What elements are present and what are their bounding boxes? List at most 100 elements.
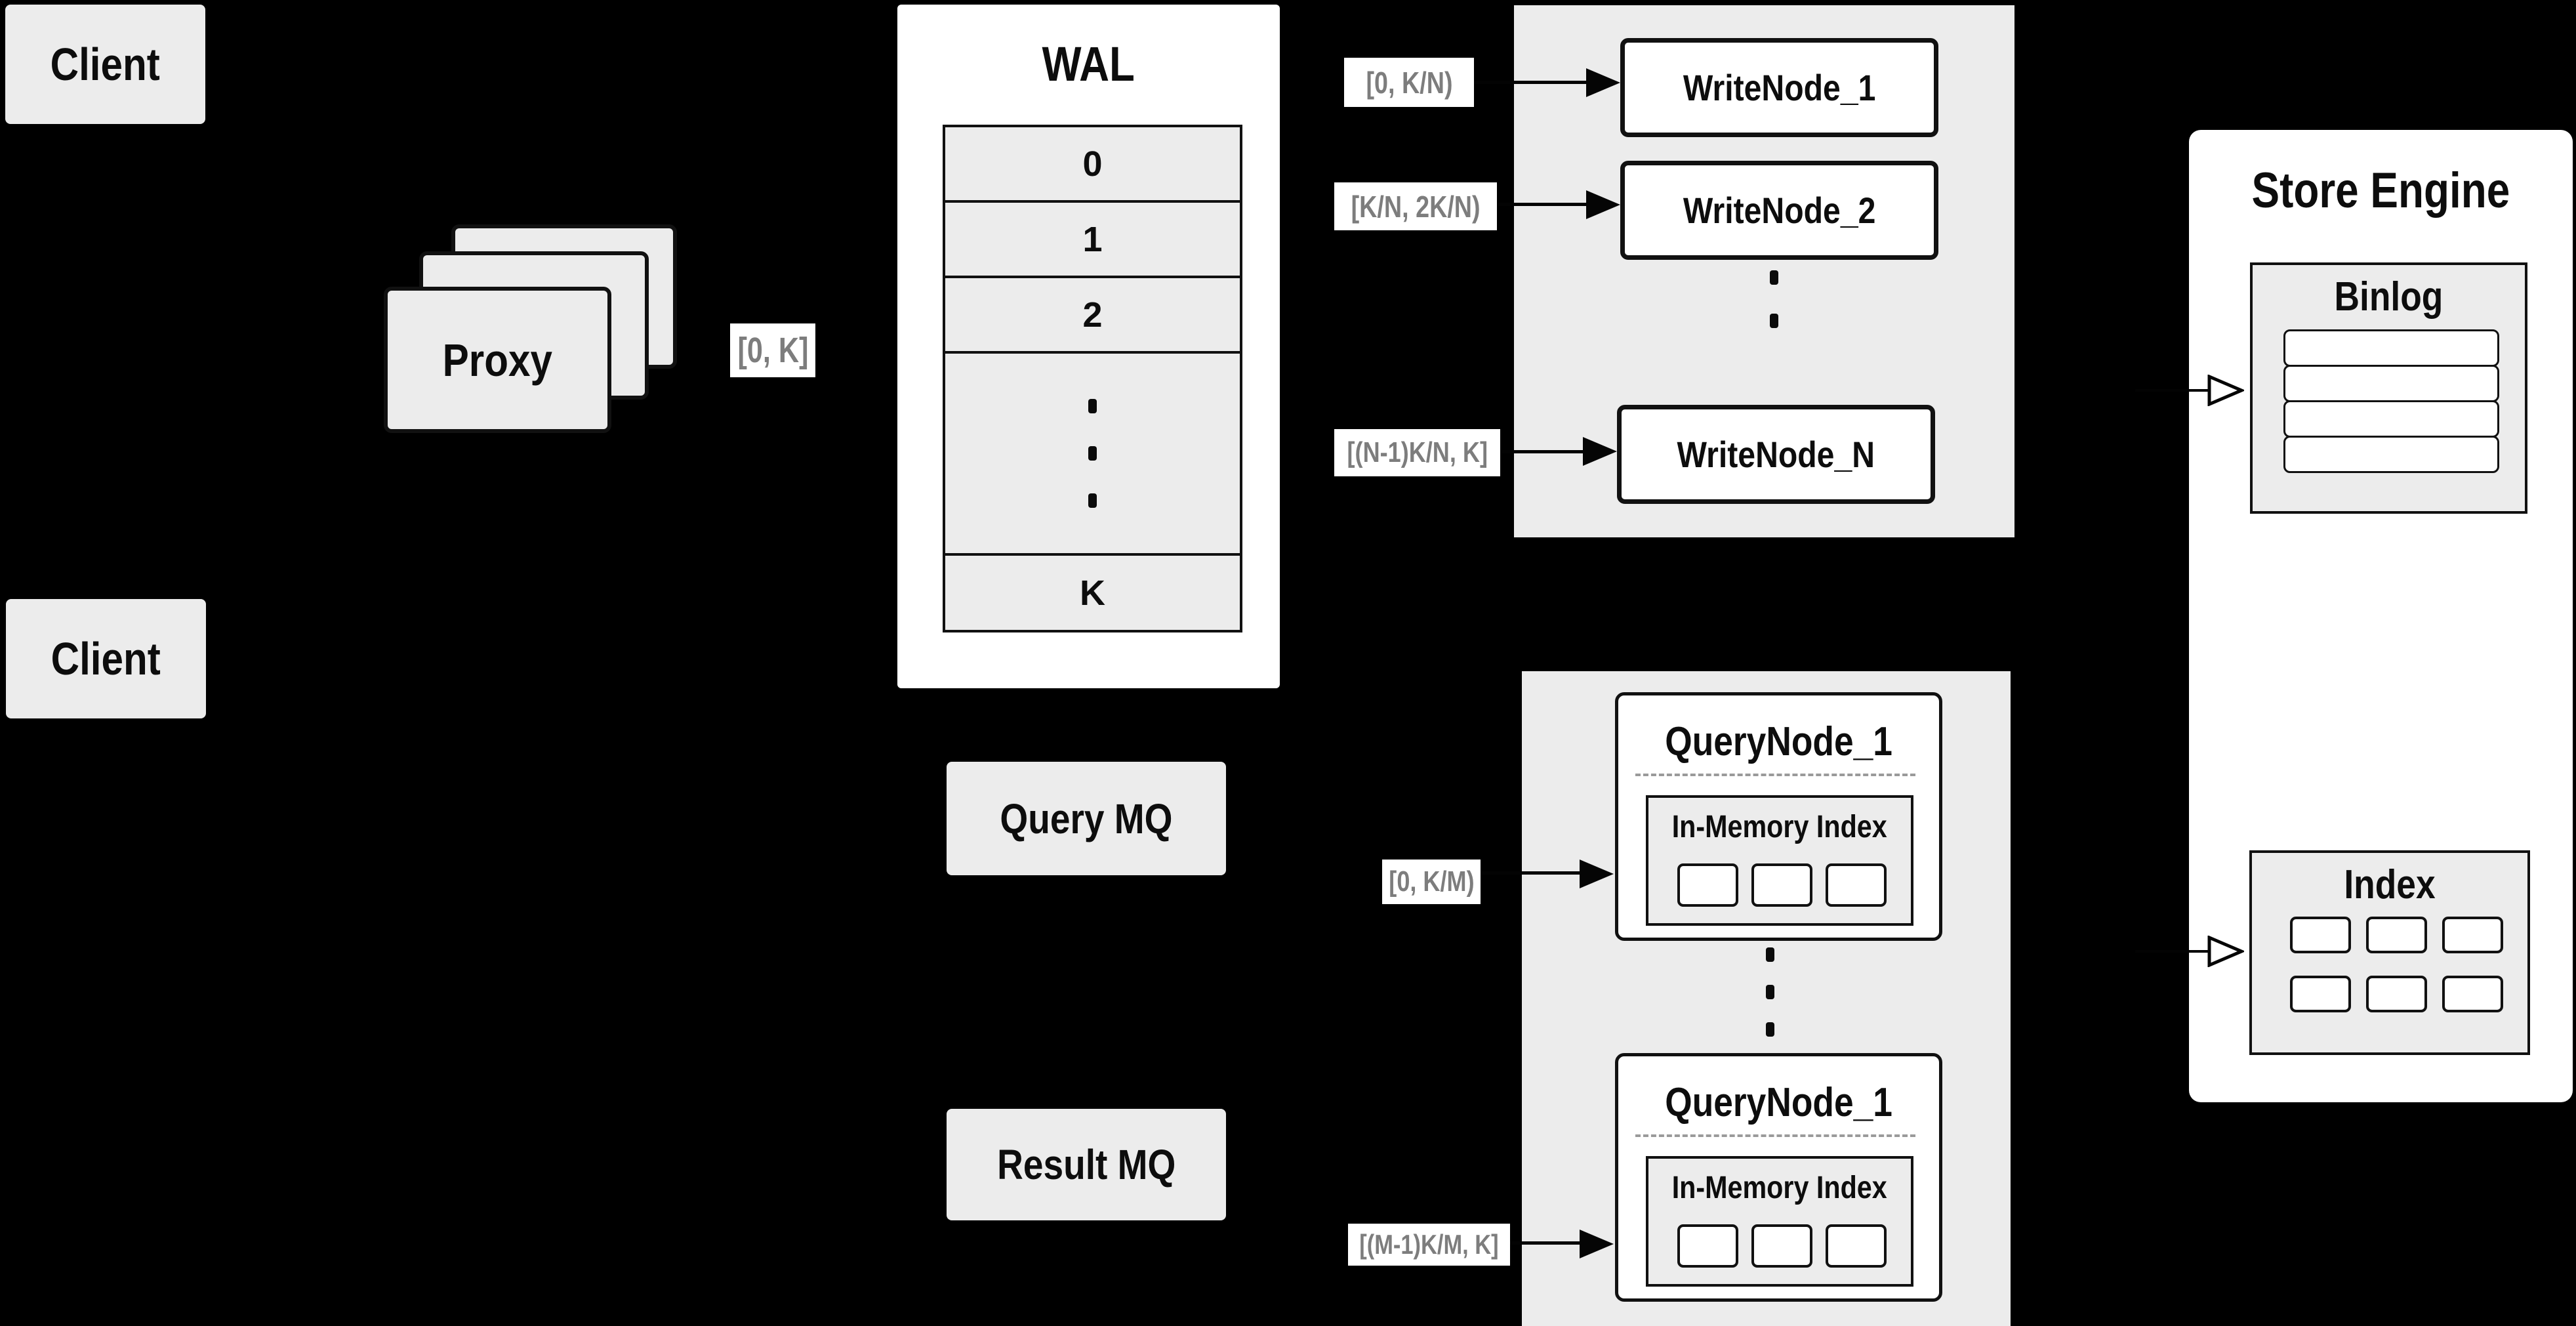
- index-title: Index: [2252, 858, 2527, 911]
- in-memory-index-top-title: In-Memory Index: [1648, 807, 1911, 846]
- wal-row-0-text: 0: [1082, 144, 1103, 184]
- write-node-n-label: WriteNode_N: [1677, 434, 1875, 475]
- range-label-write-1: [0, K/N): [1344, 58, 1474, 107]
- result-mq-label: Result MQ: [996, 1141, 1176, 1188]
- segment-cell: [1677, 1224, 1738, 1268]
- store-engine-title-text: Store Engine: [2251, 162, 2510, 218]
- segment-cell: [1751, 1224, 1812, 1268]
- client-top-label: Client: [50, 39, 161, 90]
- wal-dot-1: [1088, 399, 1097, 413]
- write-nodes-dot-2: [1770, 314, 1778, 328]
- in-memory-index-bottom-title-text: In-Memory Index: [1671, 1170, 1888, 1205]
- wal-row-1-text: 1: [1082, 219, 1103, 259]
- wal-row-k: K: [945, 556, 1240, 630]
- range-label-query-m: [(M-1)K/M, K]: [1348, 1224, 1510, 1266]
- arrow-write-2-line: [1498, 203, 1589, 206]
- proxy-label: Proxy: [442, 334, 553, 386]
- arrow-write-1-head: [1586, 68, 1620, 97]
- arrow-query-m-line: [1510, 1241, 1582, 1245]
- binlog-box: Binlog: [2250, 262, 2527, 514]
- query-node-top: QueryNode_1 In-Memory Index: [1615, 692, 1942, 941]
- query-mq-box: Query MQ: [947, 762, 1226, 875]
- segment-cell: [1826, 1224, 1887, 1268]
- arrow-write-1-line: [1474, 81, 1589, 84]
- range-label-write-1-text: [0, K/N): [1365, 65, 1453, 100]
- arrow-query-m-head: [1580, 1230, 1614, 1258]
- write-node-n: WriteNode_N: [1617, 405, 1935, 504]
- proxy-box: Proxy: [384, 287, 611, 433]
- query-nodes-dot-3: [1766, 1022, 1774, 1037]
- in-memory-index-bottom: In-Memory Index: [1646, 1156, 1913, 1287]
- query-node-bottom-title: QueryNode_1: [1618, 1076, 1939, 1129]
- arrow-binlog-line: [2135, 389, 2210, 392]
- wal-row-0: 0: [945, 127, 1240, 203]
- write-node-2: WriteNode_2: [1620, 161, 1938, 260]
- arrow-index-open-head: [2207, 936, 2244, 967]
- arrow-write-n-line: [1502, 450, 1585, 453]
- arrow-write-n-head: [1583, 437, 1617, 466]
- wal-dot-3: [1088, 493, 1097, 508]
- client-top-box: Client: [5, 5, 205, 124]
- index-cell: [2290, 917, 2351, 953]
- index-title-text: Index: [2344, 861, 2436, 907]
- query-node-bottom-separator: [1635, 1134, 1915, 1137]
- wal-panel: WAL 0 1 2 K: [897, 5, 1280, 688]
- store-engine-panel: Store Engine Binlog Index: [2189, 130, 2573, 1102]
- arrow-binlog-open-head: [2207, 375, 2244, 406]
- range-label-write-n-text: [(N-1)K/N, K]: [1347, 436, 1488, 468]
- wal-title: WAL: [897, 31, 1280, 96]
- write-node-1-label: WriteNode_1: [1683, 67, 1876, 108]
- query-nodes-dot-2: [1766, 985, 1774, 999]
- wal-table: 0 1 2 K: [943, 125, 1242, 632]
- index-box: Index: [2249, 850, 2530, 1055]
- query-node-bottom: QueryNode_1 In-Memory Index: [1615, 1053, 1942, 1302]
- binlog-title-text: Binlog: [2334, 274, 2443, 320]
- client-bottom-label: Client: [51, 633, 161, 684]
- range-label-write-n: [(N-1)K/N, K]: [1334, 429, 1500, 476]
- wal-row-k-text: K: [1080, 573, 1105, 613]
- range-label-proxy: [0, K]: [730, 323, 815, 377]
- binlog-rows: [2283, 329, 2499, 473]
- binlog-title: Binlog: [2253, 270, 2525, 323]
- query-node-top-separator: [1635, 774, 1915, 776]
- in-memory-index-top-title-text: In-Memory Index: [1671, 809, 1888, 844]
- store-engine-title: Store Engine: [2189, 157, 2573, 223]
- wal-row-2: 2: [945, 278, 1240, 354]
- index-cell: [2366, 976, 2427, 1012]
- index-cell: [2442, 917, 2503, 953]
- index-cell: [2366, 917, 2427, 953]
- wal-dot-2: [1088, 446, 1097, 461]
- write-node-2-label: WriteNode_2: [1683, 190, 1876, 231]
- query-mq-label: Query MQ: [1000, 795, 1173, 842]
- binlog-row: [2283, 400, 2499, 438]
- range-label-write-2-text: [K/N, 2K/N): [1351, 189, 1481, 224]
- arrow-query-1-head: [1580, 860, 1614, 888]
- wal-row-1: 1: [945, 203, 1240, 278]
- wal-title-text: WAL: [1042, 36, 1135, 91]
- index-cell: [2290, 976, 2351, 1012]
- binlog-row: [2283, 329, 2499, 367]
- wal-row-2-text: 2: [1082, 295, 1103, 335]
- in-memory-index-bottom-title: In-Memory Index: [1648, 1168, 1911, 1207]
- client-bottom-box: Client: [6, 599, 206, 718]
- query-node-top-title: QueryNode_1: [1618, 715, 1939, 768]
- query-node-bottom-title-text: QueryNode_1: [1665, 1079, 1892, 1125]
- binlog-row: [2283, 365, 2499, 402]
- arrow-write-2-head: [1586, 190, 1620, 219]
- query-node-top-title-text: QueryNode_1: [1665, 718, 1892, 764]
- segment-cell: [1677, 863, 1738, 907]
- range-label-proxy-text: [0, K]: [737, 331, 808, 370]
- arrow-index-line: [2135, 950, 2210, 953]
- arrow-query-1-line: [1481, 871, 1582, 875]
- segment-cell: [1751, 863, 1812, 907]
- query-nodes-dot-1: [1766, 947, 1774, 962]
- write-nodes-dot-1: [1770, 270, 1778, 285]
- result-mq-box: Result MQ: [947, 1109, 1226, 1220]
- binlog-row: [2283, 436, 2499, 473]
- wal-row-ellipsis: [945, 354, 1240, 556]
- in-memory-index-top: In-Memory Index: [1646, 795, 1913, 926]
- index-cell: [2442, 976, 2503, 1012]
- range-label-query-1-text: [0, K/M): [1388, 865, 1475, 898]
- range-label-write-2: [K/N, 2K/N): [1334, 182, 1497, 230]
